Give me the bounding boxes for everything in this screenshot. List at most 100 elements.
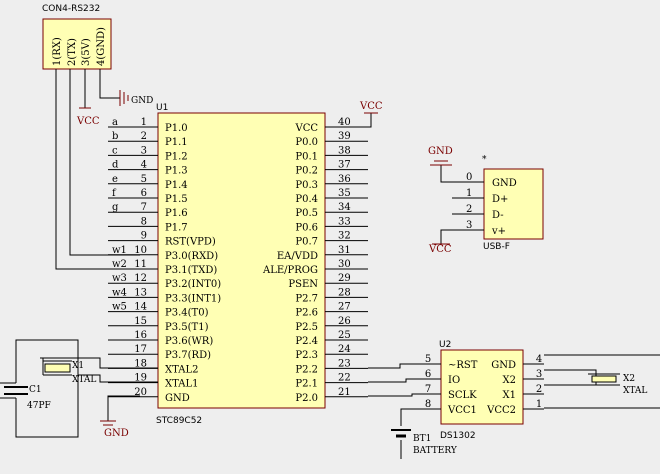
u1-net-label-g: g xyxy=(112,202,119,213)
u1-pin-name-40: VCC xyxy=(294,123,318,134)
u1-pin-number-3: 3 xyxy=(141,145,147,156)
u2-pin-name-3: X2 xyxy=(503,375,516,386)
u1-pin-number-4: 4 xyxy=(141,160,147,171)
u1-pin-number-31: 31 xyxy=(338,245,351,256)
u1-pin-name-36: P0.3 xyxy=(295,180,318,191)
bt1-value: BATTERY xyxy=(413,446,458,456)
u1-pin-name-8: P1.7 xyxy=(165,222,188,233)
u1-pin-name-1: P1.0 xyxy=(165,123,188,134)
u1-pin-name-22: P2.1 xyxy=(295,379,318,390)
u1-pin-number-24: 24 xyxy=(338,344,351,355)
u1-pin-number-12: 12 xyxy=(134,273,147,284)
connector-gnd-symbol xyxy=(119,90,129,106)
usb-star: * xyxy=(482,155,487,165)
connector-wires xyxy=(55,69,140,270)
u1-pin-name-12: P3.2(INT0) xyxy=(165,279,221,290)
x2-symbol xyxy=(588,373,620,386)
u1-pin-name-9: RST(VPD) xyxy=(165,237,216,248)
u2-pin-number-6: 6 xyxy=(425,369,431,380)
u1-pin-name-33: P0.6 xyxy=(295,222,318,233)
gnd-bottom-label: GND xyxy=(104,428,129,439)
u1-u2-wires xyxy=(368,363,420,397)
u1-pin-number-10: 10 xyxy=(134,245,147,256)
u1-pin-name-4: P1.3 xyxy=(165,166,188,177)
usb-body xyxy=(483,168,544,240)
u1-pin-name-31: EA/VDD xyxy=(277,251,318,262)
u2-pin-name-1: VCC2 xyxy=(486,405,516,416)
u1-pin-name-24: P2.3 xyxy=(295,350,318,361)
u1-net-label-w5: w5 xyxy=(112,302,127,313)
u2-pin-name-8: VCC1 xyxy=(447,405,477,416)
u1-pin-number-32: 32 xyxy=(338,231,351,242)
u1-pin-number-34: 34 xyxy=(338,202,351,213)
u1-pin-name-3: P1.2 xyxy=(165,151,188,162)
u1-pin-number-7: 7 xyxy=(141,202,147,213)
u1-pin-number-1: 1 xyxy=(141,117,147,128)
u1-pin-number-37: 37 xyxy=(338,160,351,171)
u1-pin-name-21: P2.0 xyxy=(295,393,318,404)
u1-pin-name-29: PSEN xyxy=(288,279,318,290)
x1-value: XTAL xyxy=(72,375,96,385)
u2-ref: U2 xyxy=(439,340,451,350)
u1-pin-number-39: 39 xyxy=(338,131,351,142)
u1-pin-number-30: 30 xyxy=(338,259,351,270)
u1-net-label-f: f xyxy=(112,188,117,199)
connector-pin-2: 2(TX) xyxy=(67,38,78,66)
bt1-ref: BT1 xyxy=(413,434,431,444)
u1-pin-name-39: P0.0 xyxy=(295,137,318,148)
u1-pin-number-2: 2 xyxy=(141,131,147,142)
usb-pin-name-3: v+ xyxy=(491,226,506,237)
u1-pin-number-21: 21 xyxy=(338,387,351,398)
u1-ref: U1 xyxy=(156,103,168,113)
usb-pin-name-0: GND xyxy=(492,178,517,189)
u1-pin-number-13: 13 xyxy=(134,287,147,298)
u1-pin-number-19: 19 xyxy=(134,373,147,384)
u2-pin-number-1: 1 xyxy=(536,399,542,410)
u1-pin-name-15: P3.5(T1) xyxy=(165,322,209,333)
u1-net-label-a: a xyxy=(112,117,118,128)
u1-pin-number-29: 29 xyxy=(338,273,351,284)
u1-pin-name-18: XTAL2 xyxy=(165,364,198,375)
u1-pin-name-37: P0.2 xyxy=(295,166,318,177)
usb-pin-number-0: 0 xyxy=(466,172,472,183)
u1-vcc-wire xyxy=(325,113,372,128)
u1-pin-number-33: 33 xyxy=(338,216,351,227)
u2-pin-number-2: 2 xyxy=(536,384,542,395)
bt1-symbol xyxy=(391,429,411,438)
u1-pin-name-25: P2.4 xyxy=(295,336,318,347)
u1-pin-number-35: 35 xyxy=(338,188,351,199)
u1-pin-number-40: 40 xyxy=(338,117,351,128)
connector-gnd-label: GND xyxy=(131,96,153,106)
u1-pin-name-17: P3.7(RD) xyxy=(165,350,211,361)
u1-pin-name-10: P3.0(RXD) xyxy=(165,251,218,262)
u1-pin-number-9: 9 xyxy=(141,231,147,242)
usb-vcc-label: VCC xyxy=(428,244,452,255)
bt1-wires xyxy=(400,408,420,459)
u1-pin-name-11: P3.1(TXD) xyxy=(165,265,217,276)
u1-pin-number-5: 5 xyxy=(141,174,147,185)
u1-pin-name-34: P0.5 xyxy=(295,208,318,219)
u1-pin-name-7: P1.6 xyxy=(165,208,188,219)
u1-pin-number-27: 27 xyxy=(338,302,351,313)
u1-pin-number-26: 26 xyxy=(338,316,351,327)
u1-pin-name-5: P1.4 xyxy=(165,180,188,191)
connector-ref: CON4-RS232 xyxy=(42,4,100,14)
u1-pin-name-30: ALE/PROG xyxy=(262,265,318,276)
usb-pin-number-2: 2 xyxy=(466,204,472,215)
u1-pin-name-26: P2.5 xyxy=(295,322,318,333)
u1-pin-number-23: 23 xyxy=(338,358,351,369)
u1-net-label-w1: w1 xyxy=(112,245,127,256)
u1-pin-number-28: 28 xyxy=(338,287,351,298)
u1-left-pins: 1P1.0a2P1.1b3P1.2c4P1.3d5P1.4e6P1.5f7P1.… xyxy=(108,117,221,404)
connector-pin-1: 1(RX) xyxy=(52,37,63,66)
u2-pin-number-5: 5 xyxy=(425,354,431,365)
u1-pin-name-35: P0.4 xyxy=(295,194,318,205)
connector-body xyxy=(42,18,112,70)
u2-body xyxy=(440,349,524,425)
u1-net-label-w2: w2 xyxy=(112,259,127,270)
u1-pin-name-27: P2.6 xyxy=(295,308,318,319)
